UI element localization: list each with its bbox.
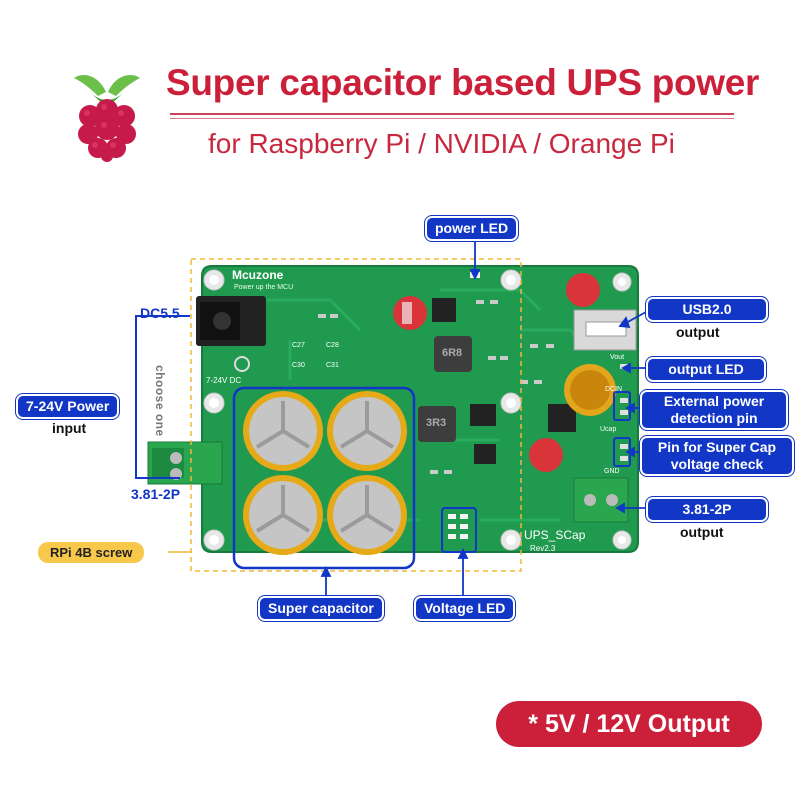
- voltage-led-callout: Voltage LED: [414, 596, 516, 621]
- terminal-input-label: 3.81-2P: [131, 486, 181, 502]
- board-brand: Mcuzone: [232, 268, 284, 282]
- usb-output-callout: USB2.0: [646, 297, 768, 322]
- power-input-callout: 7-24V Power: [16, 394, 120, 419]
- power-led-callout: power LED: [425, 216, 519, 241]
- power-input-sublabel: input: [52, 420, 87, 436]
- board-name: UPS_SCap: [524, 528, 586, 542]
- cap-label-c27: C27: [292, 342, 305, 349]
- page-title: Super capacitor based UPS power: [166, 62, 760, 103]
- external-power-callout: External power detection pin: [640, 390, 788, 430]
- super-cap-pin-line2: voltage check: [670, 456, 764, 472]
- board-tagline: Power up the MCU: [234, 284, 294, 291]
- external-power-line2: detection pin: [670, 410, 758, 426]
- pin-label-gnd: GND: [604, 468, 620, 475]
- title-divider-thin: [170, 118, 734, 119]
- dc-jack-label: DC5.5: [140, 305, 180, 321]
- terminal-output-callout: 3.81-2P: [646, 497, 768, 522]
- board-revision: Rev2.3: [530, 544, 556, 553]
- cap-label-c30: C30: [292, 362, 305, 369]
- raspberry-pi-logo: [74, 74, 140, 162]
- title-divider: [170, 113, 734, 115]
- page-subtitle: for Raspberry Pi / NVIDIA / Orange Pi: [208, 128, 675, 159]
- cap-label-c31: C31: [326, 362, 339, 369]
- output-voltage-badge: * 5V / 12V Output: [496, 701, 762, 747]
- super-cap-pin-line1: Pin for Super Cap: [657, 439, 777, 455]
- pin-label-dcin: DCIN: [605, 386, 623, 393]
- board-dc-marking: 7-24V DC: [206, 376, 242, 385]
- inductor-label-2: 3R3: [426, 417, 447, 429]
- external-power-line1: External power: [663, 393, 765, 409]
- terminal-output-sublabel: output: [680, 524, 724, 540]
- pin-label-vout: Vout: [610, 354, 625, 361]
- usb-output-sublabel: output: [676, 324, 720, 340]
- choose-one-label: choose one: [153, 365, 167, 437]
- rpi-screw-callout: RPi 4B screw: [38, 542, 145, 563]
- pin-label-ucap: Ucap: [600, 426, 617, 433]
- cap-label-c28: C28: [326, 342, 339, 349]
- output-led-callout: output LED: [646, 357, 766, 382]
- inductor-label-1: 6R8: [442, 347, 463, 359]
- super-capacitor-callout: Super capacitor: [258, 596, 384, 621]
- super-cap-pin-callout: Pin for Super Cap voltage check: [640, 436, 794, 476]
